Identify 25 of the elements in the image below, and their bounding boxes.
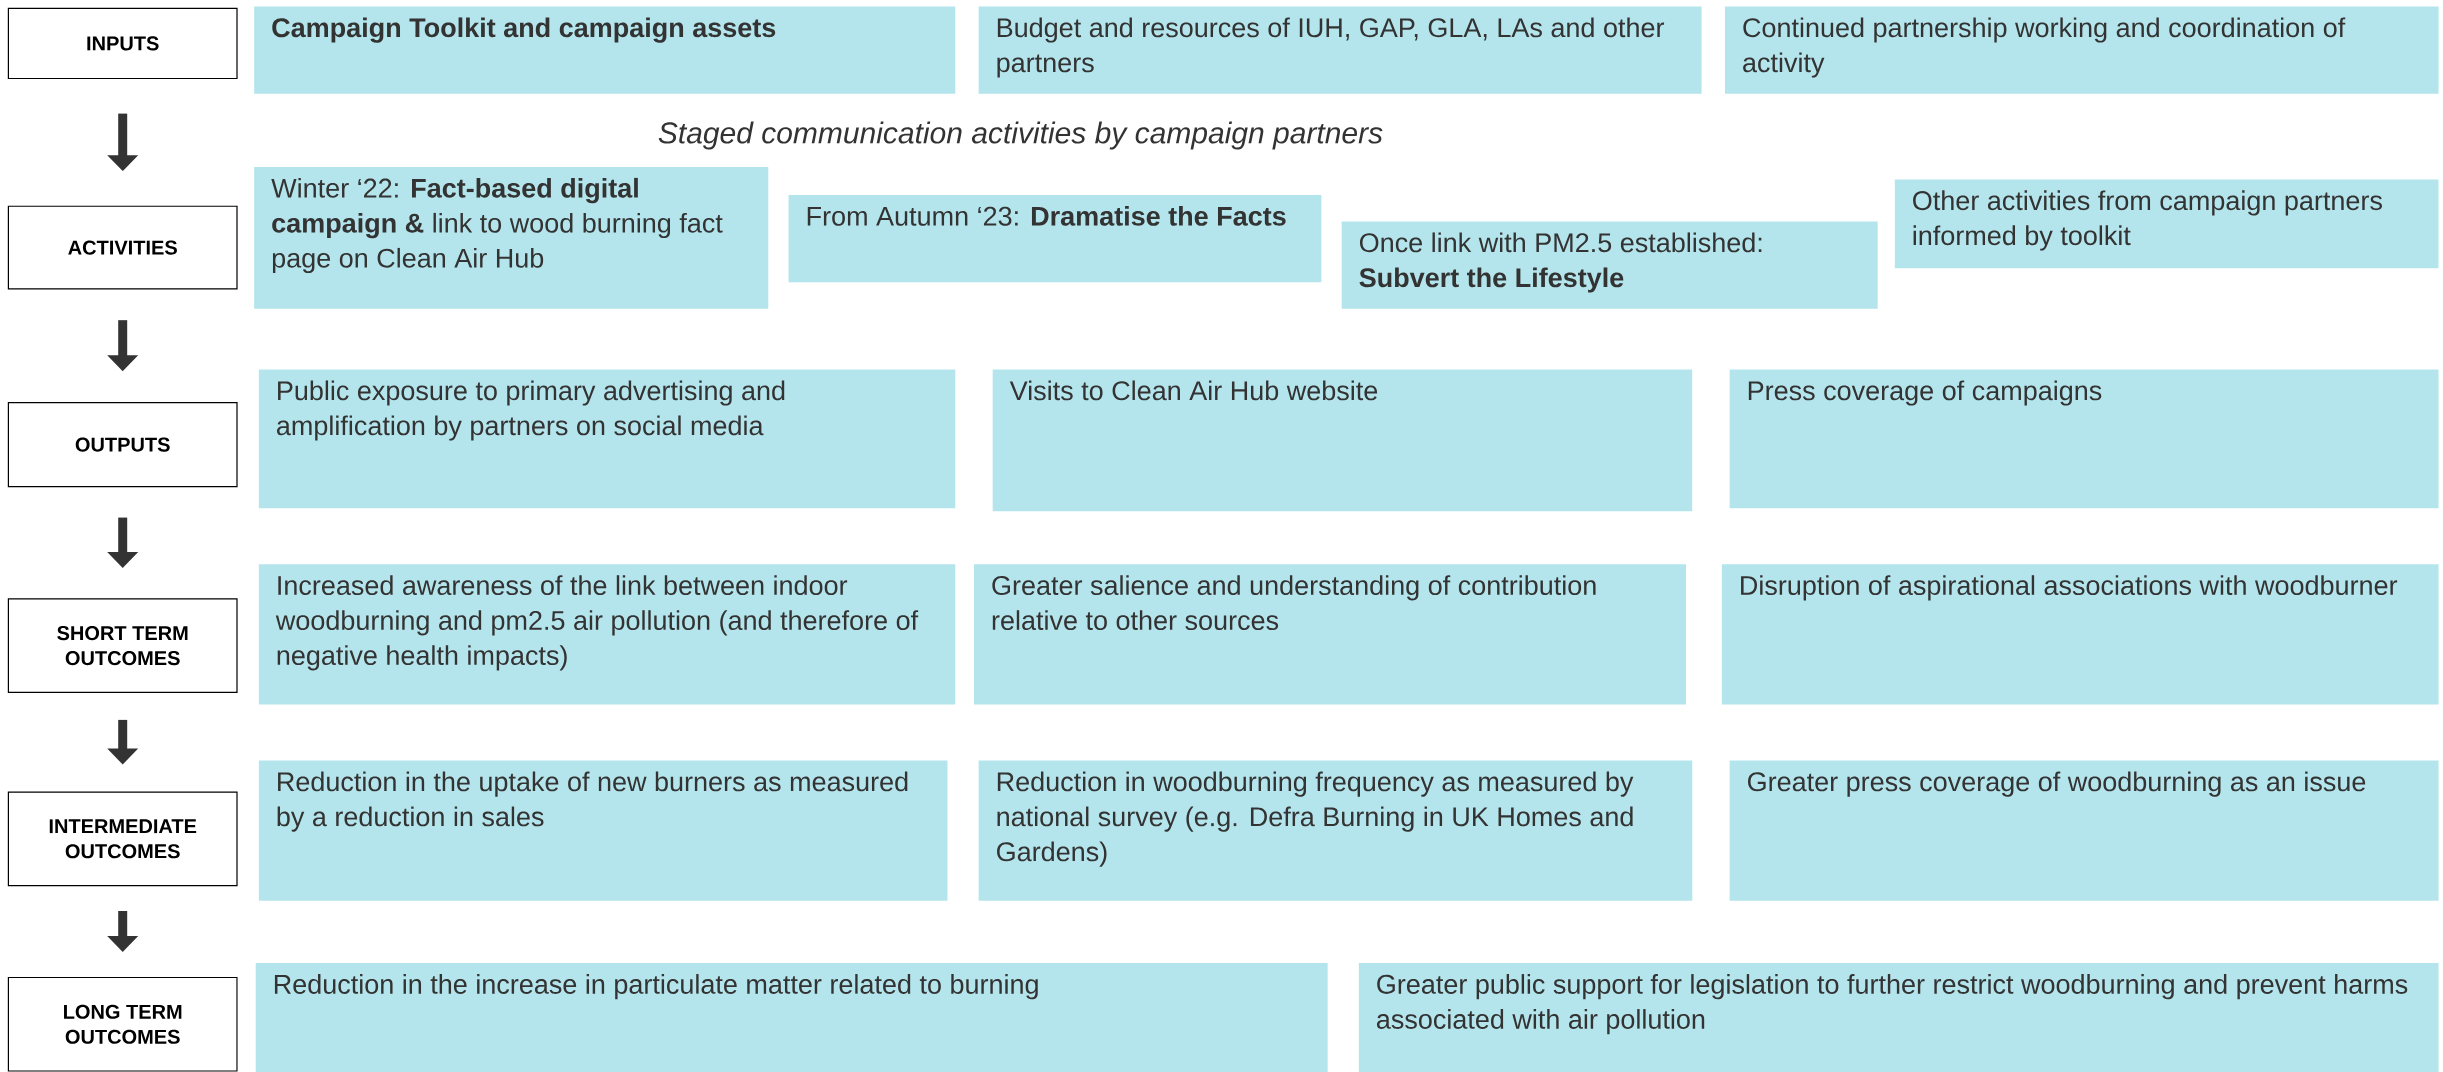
stage-box: OUTPUTS (7, 402, 238, 488)
text-box: Greater press coverage of woodburning as an issue (1729, 760, 2439, 901)
text-box: Continued partnership working and coordination of activity (1724, 6, 2439, 94)
text-box: Once link with PM2.5 established: Subvert the Lifestyle (1341, 221, 1878, 309)
section-heading: Staged communication activities by campaign partners (658, 121, 1383, 150)
stage-box: SHORT TERM OUTCOMES (7, 598, 238, 694)
text-box: Greater salience and understanding of contribution relative to other sources (974, 564, 1686, 705)
text-box: Press coverage of campaigns (1729, 369, 2439, 509)
text-box: Campaign Toolkit and campaign assets (254, 6, 956, 94)
text-box: Greater public support for legislation to further restrict woodburning and prevent harms associated with air pollution (1358, 963, 2439, 1072)
text-box: Visits to Clean Air Hub website (992, 369, 1693, 512)
text-box: Reduction in the increase in particulate matter related to burning (255, 963, 1328, 1072)
text-box: Reduction in woodburning frequency as measured by national survey (e.g. Defra Burning in UK Homes and Gardens) (978, 760, 1693, 901)
text-box: Public exposure to primary advertising and amplification by partners on social media (258, 369, 956, 509)
stage-box: ACTIVITIES (7, 205, 238, 290)
stage-box: INTERMEDIATE OUTCOMES (7, 791, 238, 887)
stage-box: INPUTS (7, 7, 238, 80)
text-box: Winter ‘22: Fact-based digital campaign & link to wood burning fact page on Clean Air Hub (254, 166, 769, 309)
stage-box: LONG TERM OUTCOMES (7, 976, 238, 1072)
text-box: Disruption of aspirational associations with woodburner (1721, 564, 2439, 705)
text-box: From Autumn ‘23: Dramatise the Facts (788, 195, 1322, 283)
text-box: Increased awareness of the link between indoor woodburning and pm2.5 air pollution (and therefore of negative health impacts) (258, 564, 956, 705)
text-box: Budget and resources of IUH, GAP, GLA, LAs and other partners (978, 6, 1702, 94)
text-box: Reduction in the uptake of new burners as measured by a reduction in sales (258, 760, 948, 901)
text-box: Other activities from campaign partners informed by toolkit (1894, 179, 2439, 269)
